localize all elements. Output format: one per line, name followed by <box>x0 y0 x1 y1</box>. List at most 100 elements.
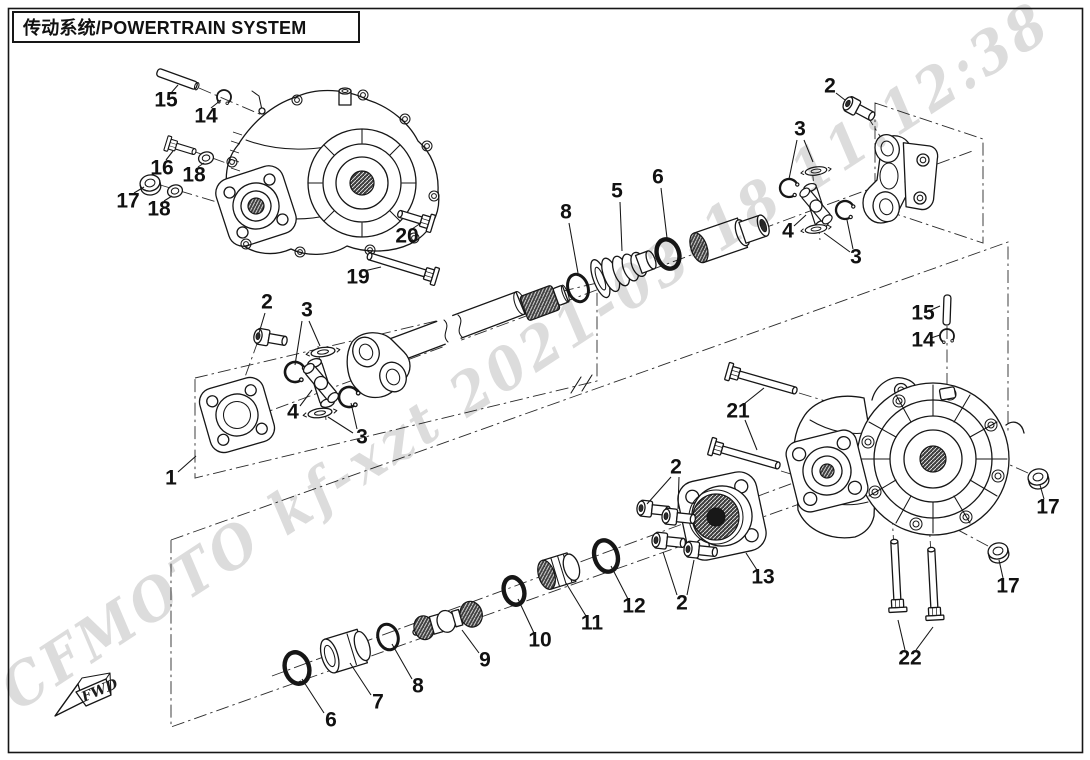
bolt-21 <box>723 361 801 401</box>
filler-plug <box>338 87 352 106</box>
rear-gearbox-drawing <box>785 377 1025 539</box>
page-border <box>7 7 1084 754</box>
callout-8: 8 <box>412 675 424 698</box>
callout-19: 19 <box>346 266 369 289</box>
leader-line <box>788 139 798 180</box>
callout-6: 6 <box>325 709 337 732</box>
callout-16: 16 <box>150 157 173 180</box>
callout-17: 17 <box>116 190 139 213</box>
leader-line <box>610 565 629 600</box>
bolt-2 <box>252 326 290 350</box>
rear-drive-chain <box>282 361 801 686</box>
bolt-bosses <box>226 89 440 258</box>
leader-line <box>835 92 846 101</box>
callout-3: 3 <box>301 299 313 322</box>
callout-2: 2 <box>670 456 682 479</box>
callout-4: 4 <box>287 401 299 424</box>
callout-2: 2 <box>676 592 688 615</box>
callout-10: 10 <box>528 629 551 652</box>
leader-line <box>163 195 173 202</box>
leader-line <box>349 662 372 696</box>
leader-line <box>210 99 222 109</box>
leader-line <box>258 312 266 334</box>
front-flange-drawing <box>198 376 276 454</box>
rear-gearbox-fasteners <box>884 294 1052 622</box>
callout-2: 2 <box>261 291 273 314</box>
leader-line <box>568 222 579 274</box>
leader-line <box>133 186 145 194</box>
leader-line <box>197 162 205 168</box>
callout-14: 14 <box>911 329 935 352</box>
callout-15: 15 <box>911 302 935 325</box>
leader-line <box>662 551 678 596</box>
snap-ring-6 <box>654 237 682 271</box>
leader-line <box>930 305 941 311</box>
leader-line <box>565 582 587 617</box>
callout-18: 18 <box>182 164 206 187</box>
leader-line <box>461 629 480 654</box>
leader-line <box>363 266 382 272</box>
coupler-drawing <box>689 214 770 264</box>
callout-5: 5 <box>611 180 623 203</box>
callout-9: 9 <box>479 649 491 672</box>
page-title: 传动系统/POWERTRAIN SYSTEM <box>23 18 307 38</box>
front-propshaft-group <box>198 326 363 454</box>
cv-joint-parts <box>566 93 939 304</box>
leader-line <box>170 84 179 94</box>
leader-line <box>177 455 197 473</box>
leader-line <box>165 150 174 161</box>
callout-18: 18 <box>147 198 171 221</box>
leader-line <box>998 559 1004 579</box>
bolt-19 <box>364 246 441 287</box>
leader-line <box>686 559 695 596</box>
leader-line <box>743 387 765 405</box>
bolt-2 <box>650 531 687 552</box>
callout-20: 20 <box>395 225 418 248</box>
nut-17 <box>1025 466 1052 492</box>
callout-6: 6 <box>652 166 664 189</box>
leader-line <box>1039 484 1045 500</box>
leader-line <box>301 678 325 714</box>
leader-line <box>660 187 668 239</box>
leader-line <box>327 416 354 434</box>
leader-line <box>823 232 851 253</box>
callout-8: 8 <box>560 201 572 224</box>
cv-shaft-9 <box>412 600 483 641</box>
leader-line <box>677 476 680 510</box>
leader-line <box>803 139 814 163</box>
callout-21: 21 <box>726 400 750 423</box>
callout-14: 14 <box>194 105 218 128</box>
front-gearbox-flange <box>215 165 297 247</box>
callout-4: 4 <box>782 220 794 243</box>
leader-line <box>391 643 413 680</box>
callout-17: 17 <box>1036 496 1059 519</box>
nut-17 <box>985 540 1012 566</box>
prop-shaft-drawing <box>346 284 570 399</box>
leader-line <box>915 626 934 651</box>
break-marks <box>570 374 593 394</box>
callout-15: 15 <box>154 89 178 112</box>
bolt-22 <box>921 546 945 622</box>
leader-line <box>299 389 313 407</box>
washer-18 <box>165 182 185 200</box>
leader-line <box>411 222 422 230</box>
vent-tube <box>251 90 263 111</box>
callout-1: 1 <box>165 467 177 490</box>
sleeve-7 <box>319 628 371 674</box>
callout-11: 11 <box>581 612 604 635</box>
ring-8 <box>376 622 400 652</box>
bushing-11 <box>537 552 581 590</box>
bolt-21 <box>706 436 784 476</box>
pin-15 <box>156 68 200 91</box>
snap-ring-12 <box>591 538 621 574</box>
leader-line <box>745 552 758 571</box>
ring-8 <box>566 272 590 304</box>
washer-3 <box>304 344 342 360</box>
callout-17: 17 <box>996 575 1019 598</box>
callout-3: 3 <box>794 118 806 141</box>
callout-7: 7 <box>372 691 384 714</box>
bolt-22 <box>884 538 908 614</box>
